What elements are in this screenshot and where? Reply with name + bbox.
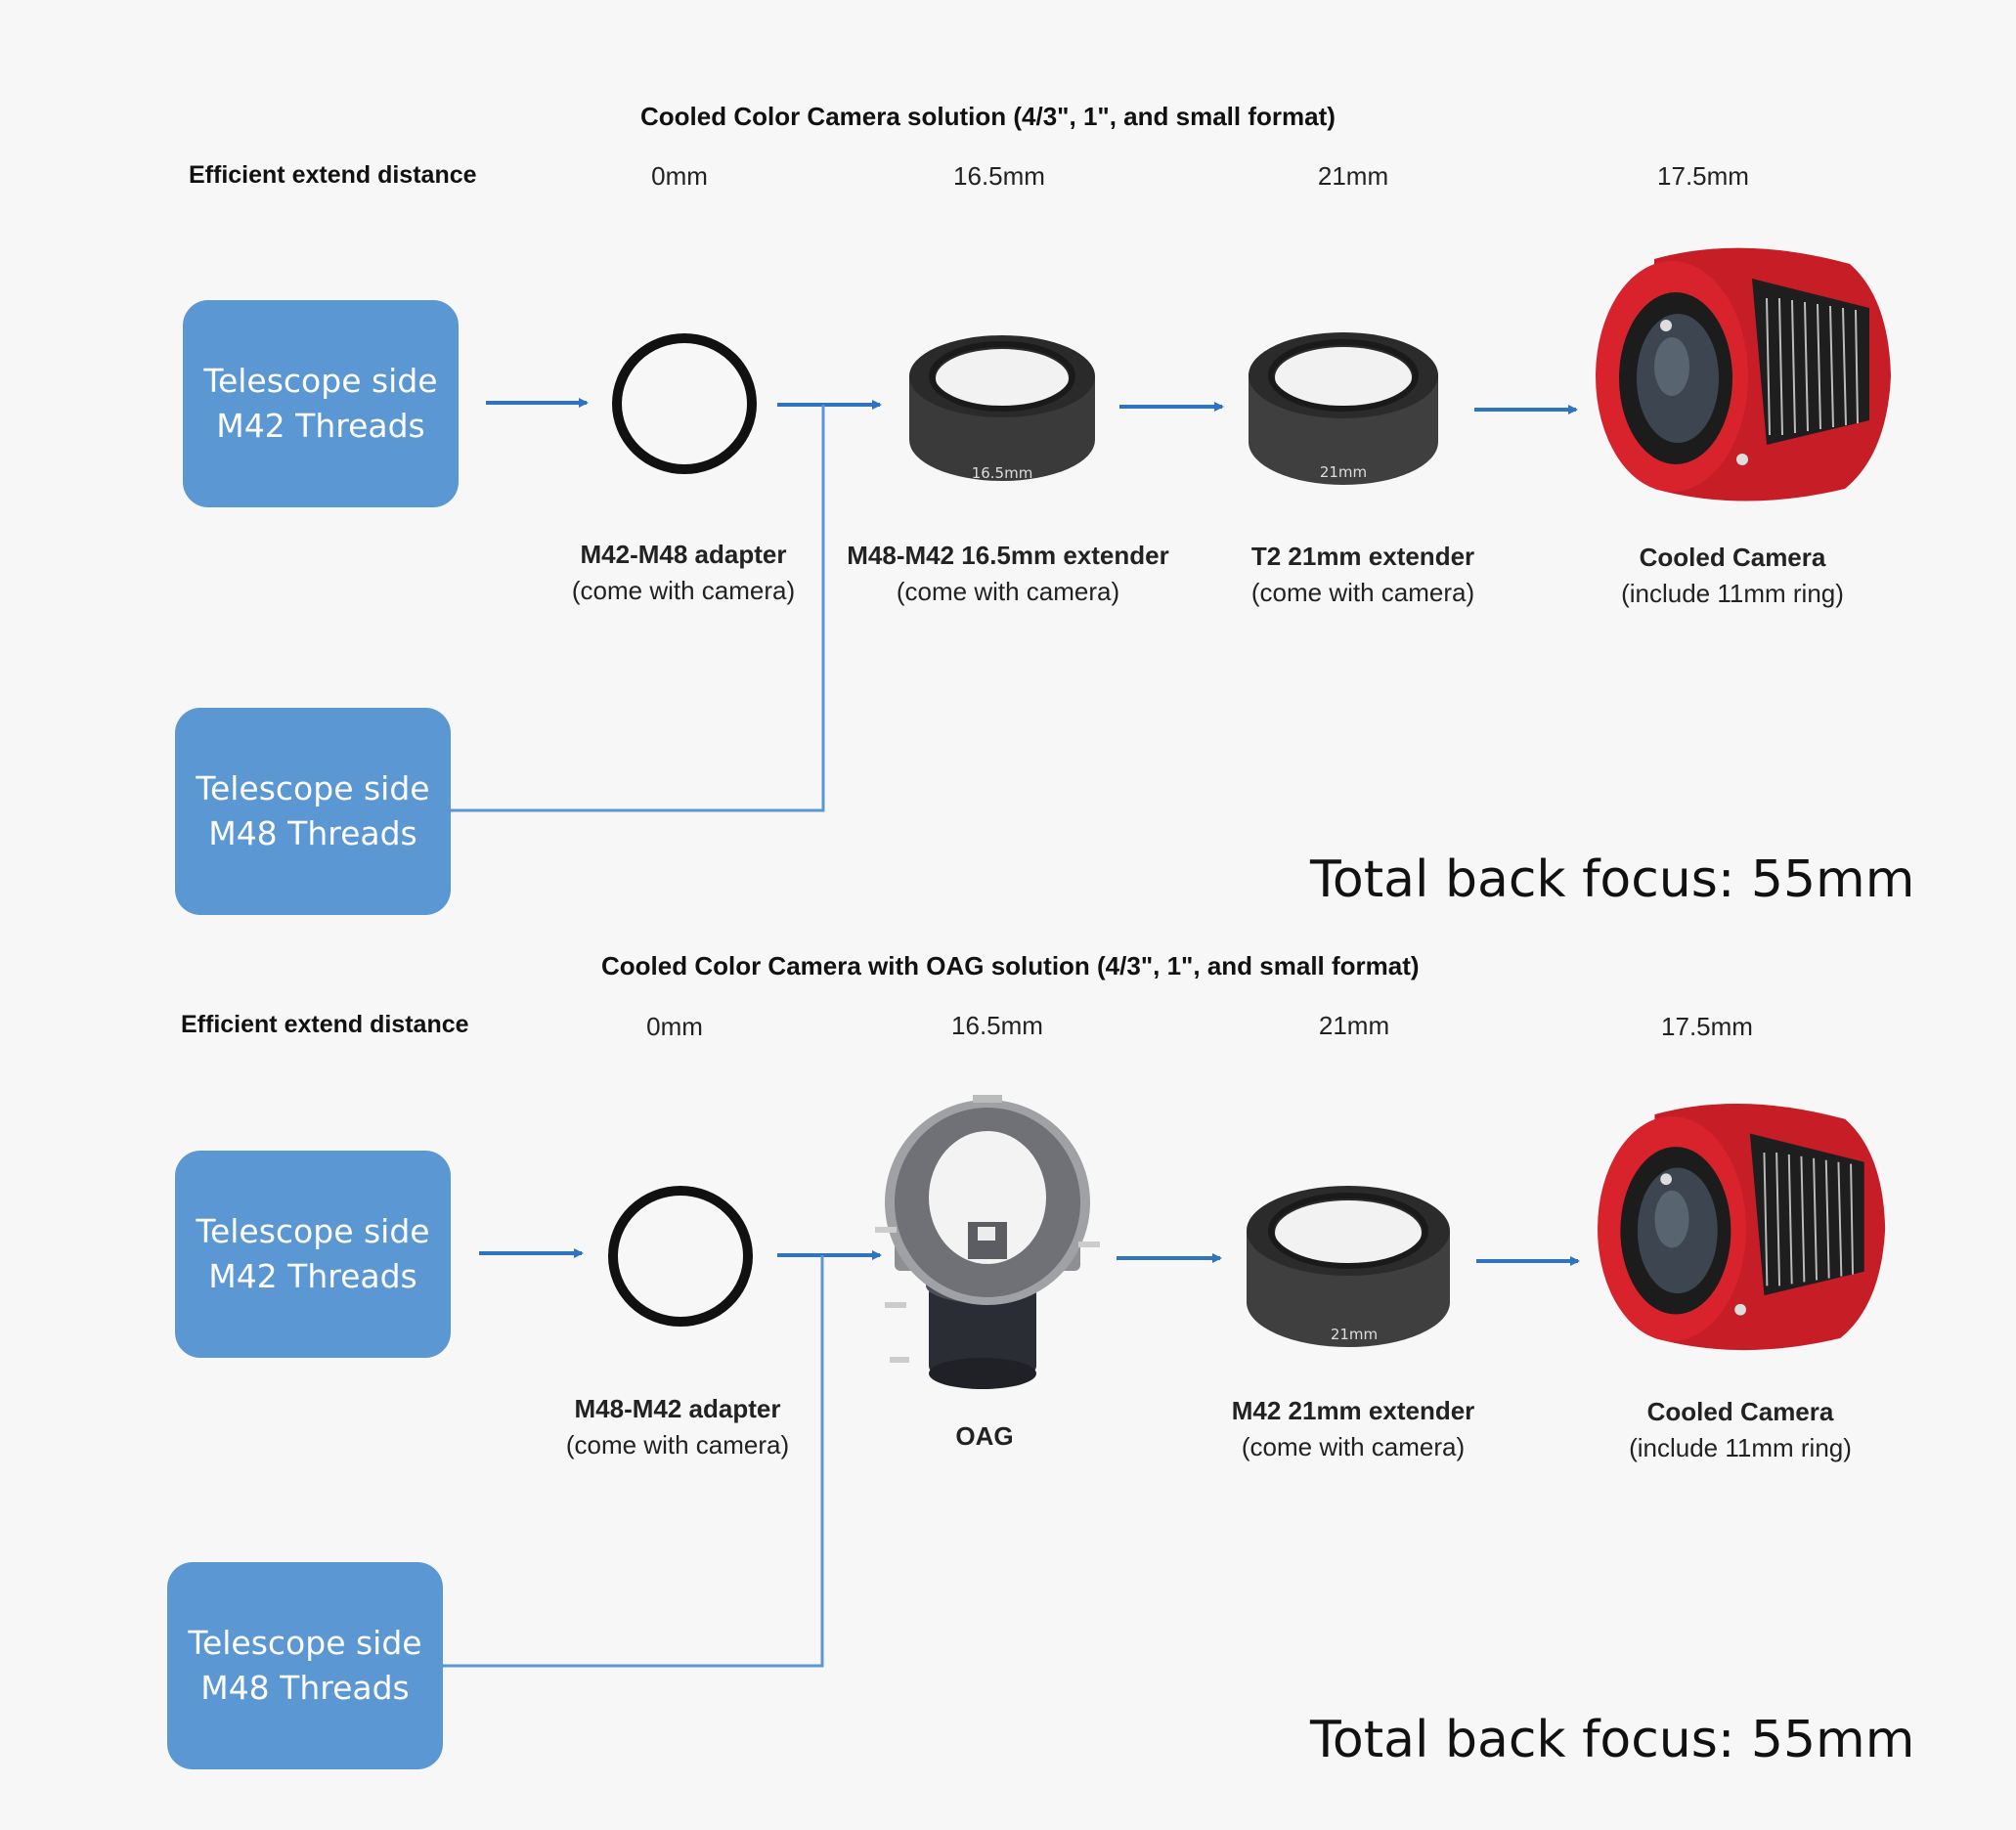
caption-camera: Cooled Camera (include 11mm ring) (1555, 1394, 1926, 1466)
extender-engraving: 21mm (1331, 1326, 1378, 1343)
telescope-m48-line2: M48 Threads (208, 814, 417, 852)
extender-engraving: 21mm (1320, 463, 1367, 481)
panel-title: Cooled Color Camera with OAG solution (4… (601, 951, 1420, 980)
panel-oag: Cooled Color Camera with OAG solution (4… (0, 852, 2016, 1769)
telescope-m48-line2: M48 Threads (200, 1669, 410, 1707)
cooled-camera-image (1596, 247, 1891, 501)
extender-21mm-image: 21mm (1249, 332, 1438, 485)
part-note: (come with camera) (896, 577, 1120, 606)
telescope-m42-line2: M42 Threads (208, 1257, 417, 1295)
caption-adapter: M42-M48 adapter (come with camera) (498, 537, 869, 609)
telescope-m42-line1: Telescope side (203, 362, 438, 400)
caption-adapter: M48-M42 adapter (come with camera) (492, 1391, 863, 1463)
distance-camera: 17.5mm (1661, 1012, 1753, 1041)
part-name: OAG (955, 1421, 1014, 1451)
caption-camera: Cooled Camera (include 11mm ring) (1547, 540, 1918, 612)
extender-16-5mm-image: 16.5mm (909, 335, 1095, 482)
connector-arrows (443, 1248, 1580, 1668)
total-back-focus: Total back focus: 55mm (1310, 850, 1915, 909)
panel-standard: Cooled Color Camera solution (4/3", 1", … (175, 102, 1918, 915)
distance-label: Efficient extend distance (181, 1011, 469, 1038)
distance-adapter: 0mm (646, 1012, 703, 1041)
caption-oag: OAG (799, 1418, 1170, 1455)
adapter-ring-image (608, 1186, 753, 1327)
distance-extender-1: 16.5mm (953, 161, 1045, 191)
part-note: (come with camera) (565, 1430, 790, 1460)
connector-m48-line (443, 1255, 824, 1668)
distance-extender: 21mm (1318, 1011, 1390, 1040)
caption-extender-21: M42 21mm extender (come with camera) (1167, 1393, 1539, 1465)
part-note: (come with camera) (1241, 1432, 1466, 1461)
part-name: Cooled Camera (1639, 543, 1826, 572)
telescope-m48-line1: Telescope side (188, 1624, 422, 1662)
cooled-camera-image (1598, 1103, 1886, 1351)
telescope-m48-box: Telescope side M48 Threads (175, 708, 451, 915)
telescope-m42-box: Telescope side M42 Threads (175, 1151, 451, 1358)
telescope-m48-box: Telescope side M48 Threads (167, 1562, 443, 1769)
distance-extender-2: 21mm (1317, 161, 1389, 191)
part-name: M48-M42 16.5mm extender (847, 541, 1169, 570)
part-note: (include 11mm ring) (1621, 579, 1844, 608)
telescope-m42-line2: M42 Threads (216, 407, 425, 445)
distance-camera: 17.5mm (1657, 161, 1749, 191)
part-name: M42-M48 adapter (580, 540, 787, 569)
distance-oag: 16.5mm (951, 1011, 1043, 1040)
adapter-ring-image (612, 333, 757, 474)
connector-m48-line (451, 405, 825, 812)
distance-label: Efficient extend distance (189, 161, 477, 189)
connector-arrows (451, 398, 1578, 812)
caption-extender-21: T2 21mm extender (come with camera) (1177, 539, 1549, 611)
part-note: (come with camera) (571, 576, 796, 605)
part-name: Cooled Camera (1646, 1397, 1834, 1426)
part-name: T2 21mm extender (1250, 542, 1475, 571)
distance-adapter: 0mm (651, 161, 708, 191)
part-note: (come with camera) (1250, 578, 1475, 607)
telescope-m42-line1: Telescope side (196, 1212, 430, 1250)
part-name: M48-M42 adapter (574, 1394, 781, 1423)
caption-extender-16-5: M48-M42 16.5mm extender (come with camer… (822, 538, 1194, 610)
panel-title: Cooled Color Camera solution (4/3", 1", … (640, 102, 1336, 131)
oag-image (875, 1095, 1100, 1389)
total-back-focus: Total back focus: 55mm (1310, 1711, 1915, 1769)
part-note: (include 11mm ring) (1629, 1433, 1852, 1462)
extender-21mm-image: 21mm (1247, 1186, 1450, 1347)
telescope-m42-box: Telescope side M42 Threads (183, 300, 459, 507)
telescope-m48-line1: Telescope side (196, 769, 430, 807)
part-name: M42 21mm extender (1231, 1396, 1475, 1425)
extender-engraving: 16.5mm (972, 464, 1033, 482)
